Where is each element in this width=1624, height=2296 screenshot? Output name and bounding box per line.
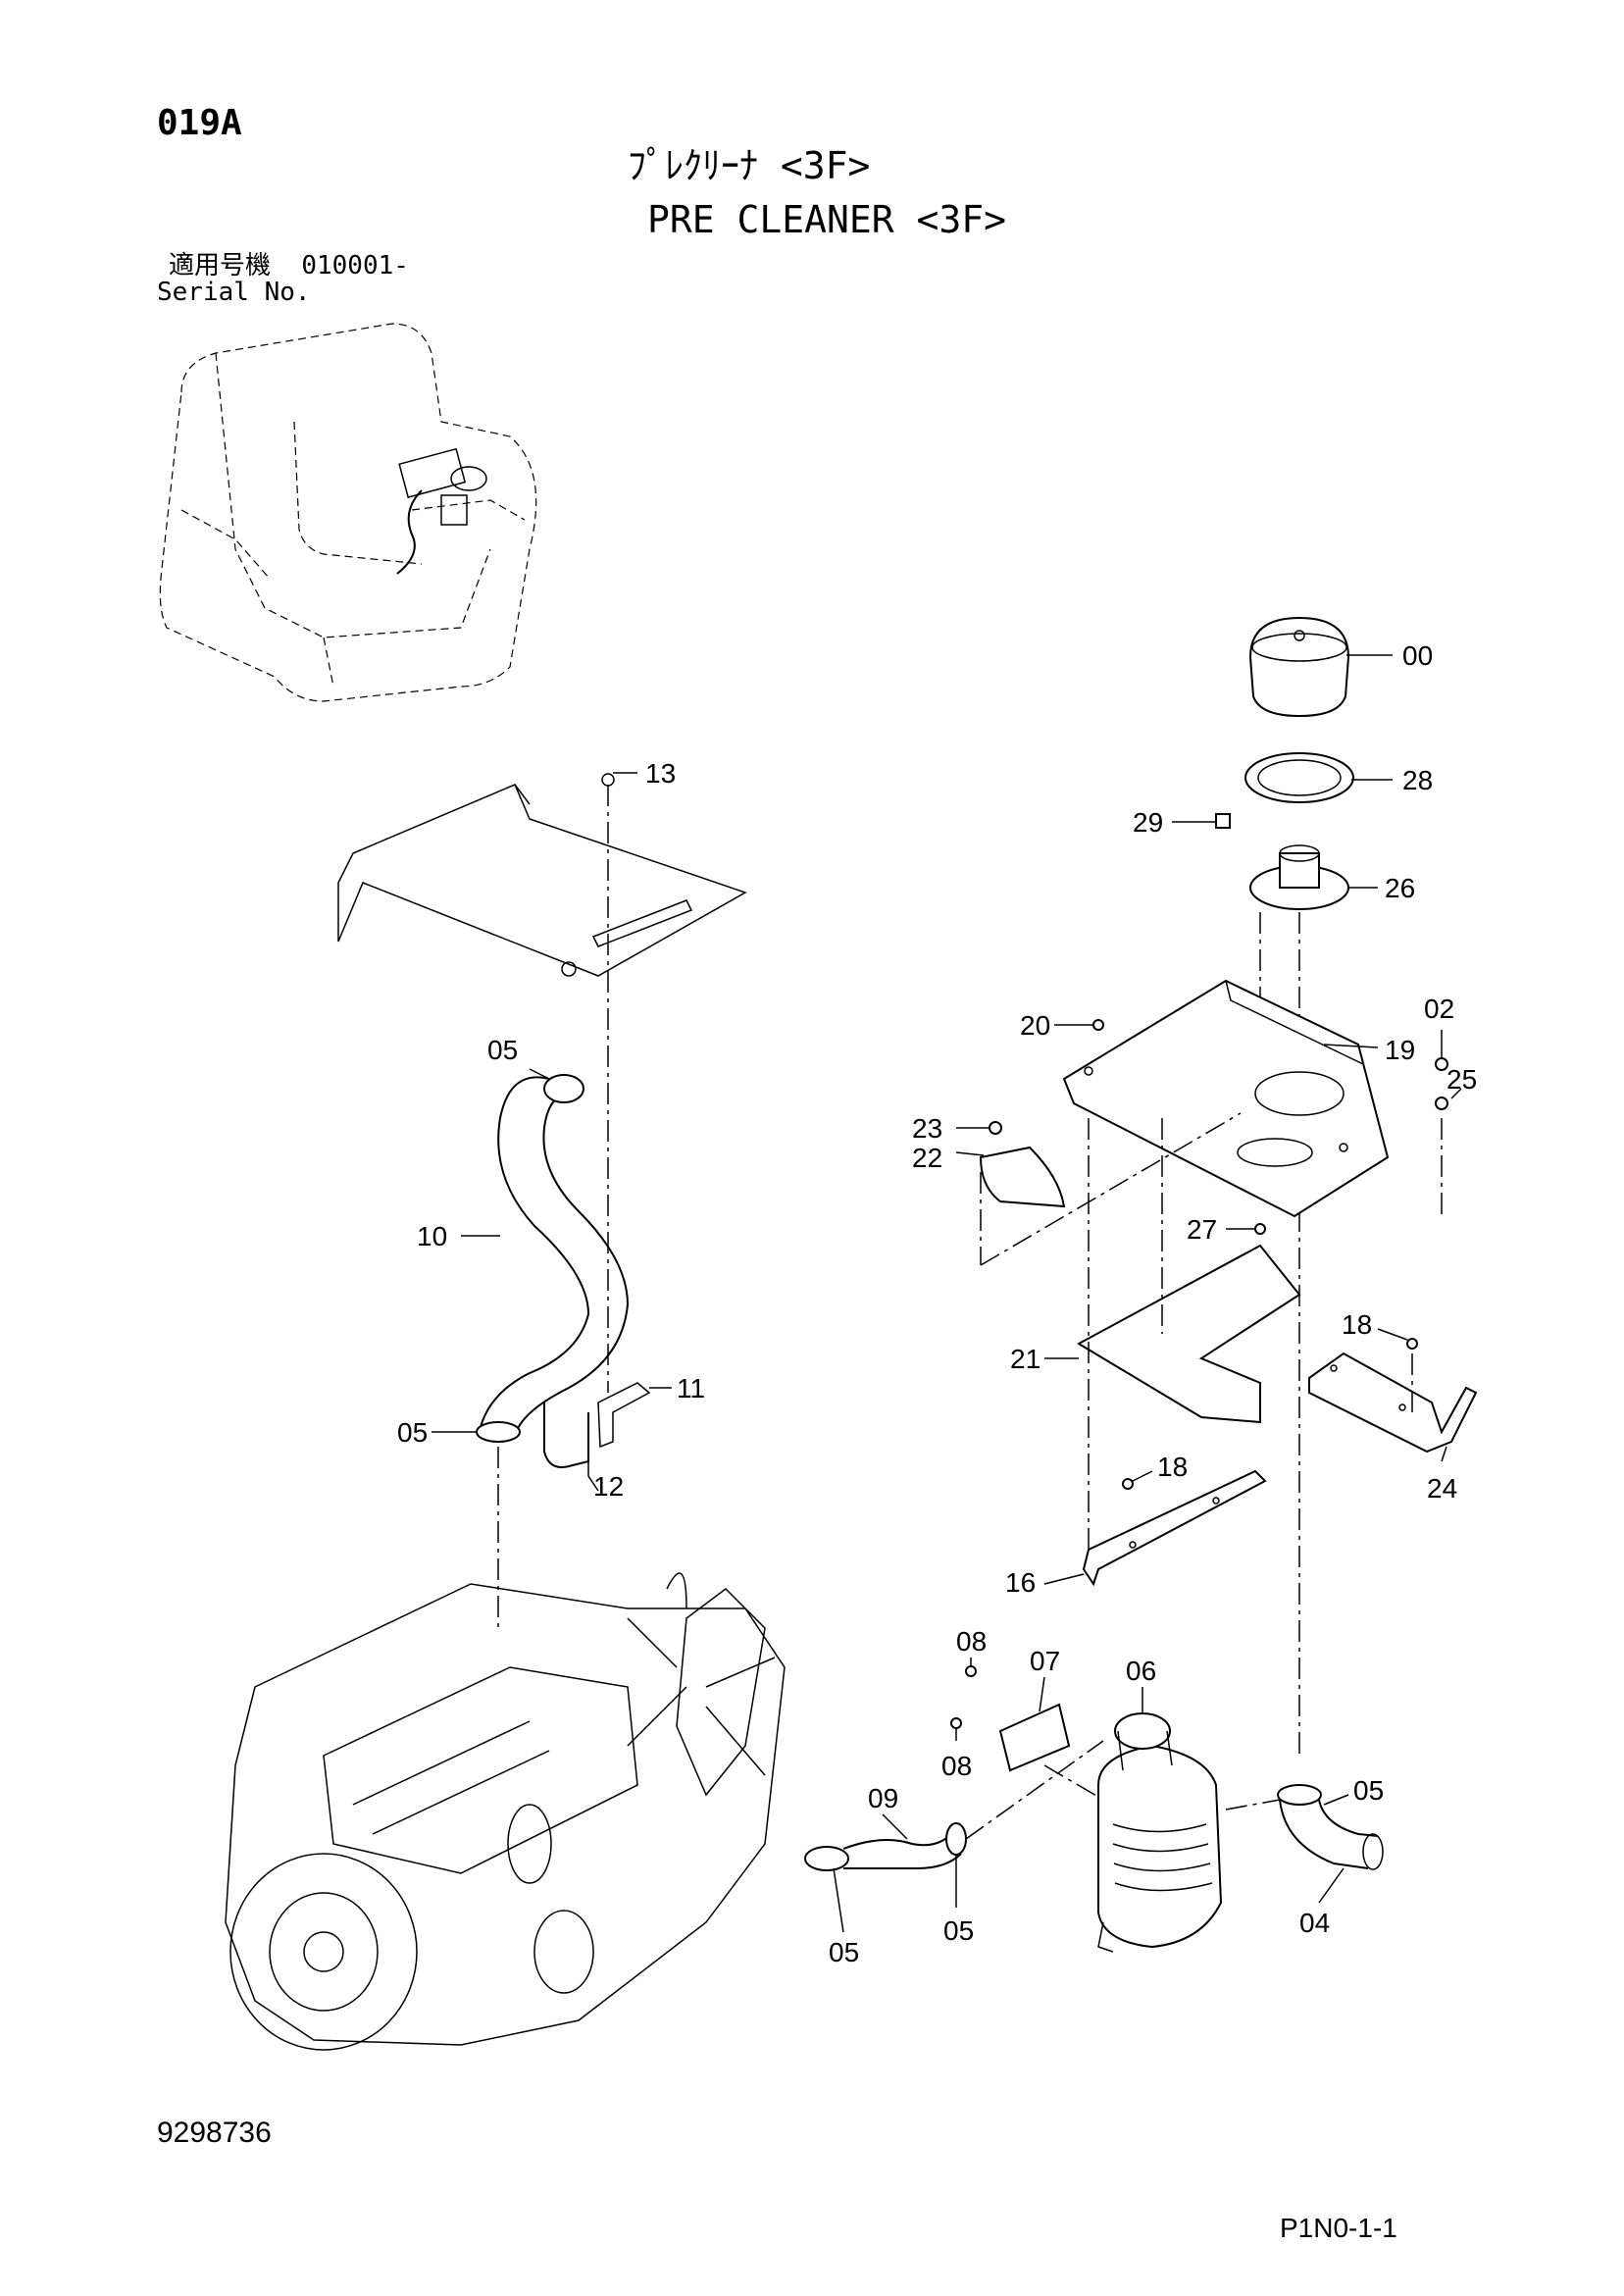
callout-29: 29 [1133, 807, 1163, 838]
callout-21: 21 [1010, 1344, 1040, 1374]
title-english: PRE CLEANER <3F> [647, 198, 1007, 241]
bolt-20 [1092, 1019, 1104, 1031]
serial-line-japanese: 適用号機 010001- [169, 253, 409, 279]
plate-22 [979, 1146, 1066, 1208]
callout-28: 28 [1402, 765, 1433, 795]
callout-24: 24 [1427, 1473, 1457, 1504]
callout-05-hose10-bottom: 05 [397, 1417, 428, 1448]
machine-overview-inset [159, 323, 537, 702]
bolt-18b [1122, 1478, 1134, 1490]
bracket-16 [1082, 1469, 1267, 1587]
assembly-line-22b [980, 1112, 1242, 1266]
serial-label-jp: 適用号機 [169, 251, 272, 281]
callout-05-hose10-top: 05 [487, 1035, 518, 1065]
adapter-26 [1249, 844, 1349, 910]
pre-cleaner-00 [1248, 616, 1350, 718]
sheet-code: P1N0-1-1 [1280, 2213, 1397, 2243]
assembly-line-09 [965, 1740, 1104, 1840]
callout-07: 07 [1030, 1646, 1060, 1676]
serial-label-english: Serial No. [157, 278, 311, 307]
callout-26: 26 [1385, 873, 1415, 903]
callout-00: 00 [1402, 640, 1433, 671]
callout-05-hose09-right: 05 [943, 1915, 974, 1946]
sponge-21 [1076, 1244, 1301, 1424]
bolt-08a [965, 1665, 977, 1677]
bracket-07 [998, 1703, 1071, 1772]
callout-27: 27 [1187, 1214, 1217, 1245]
page-code: 019A [157, 103, 242, 143]
bolt-08b [950, 1717, 962, 1729]
title-japanese: ﾌﾟﾚｸﾘｰﾅ <3F> [628, 144, 871, 187]
engine-block [225, 1572, 786, 2051]
callout-10: 10 [417, 1221, 447, 1251]
callout-13: 13 [645, 758, 676, 789]
callout-19: 19 [1385, 1035, 1415, 1065]
bracket-11 [543, 1382, 651, 1468]
assembly-line-04 [1225, 1799, 1281, 1811]
callout-02: 02 [1424, 994, 1454, 1024]
callout-23: 23 [912, 1113, 942, 1144]
callout-08-lower: 08 [941, 1751, 972, 1781]
serial-value: 010001- [301, 251, 409, 281]
callout-04: 04 [1299, 1908, 1330, 1938]
callout-25: 25 [1446, 1064, 1477, 1095]
hose-09 [804, 1822, 967, 1871]
callout-05-hose09-left: 05 [829, 1937, 859, 1967]
callout-22: 22 [912, 1143, 942, 1173]
callout-08-upper: 08 [956, 1626, 987, 1657]
bolt-27 [1254, 1223, 1266, 1235]
screw-29 [1215, 813, 1231, 829]
bolt-18a [1406, 1338, 1418, 1350]
leader-lines [431, 654, 1462, 1933]
gasket-28 [1244, 752, 1354, 803]
callout-05-elbow04: 05 [1353, 1775, 1384, 1806]
callout-09: 09 [868, 1783, 898, 1813]
callout-18-bracket24: 18 [1342, 1309, 1372, 1340]
callout-11: 11 [677, 1373, 705, 1403]
bracket-24 [1308, 1352, 1478, 1454]
callout-18-bracket16: 18 [1157, 1452, 1188, 1482]
assembly-line-07 [1043, 1764, 1104, 1801]
callout-06: 06 [1126, 1656, 1156, 1686]
bolt-23 [989, 1121, 1002, 1135]
callout-20: 20 [1020, 1010, 1050, 1041]
floor-plate [337, 773, 747, 977]
air-cleaner-06 [1097, 1712, 1223, 1953]
hose-10 [476, 1074, 630, 1443]
bolt-25 [1435, 1097, 1448, 1110]
cover-19 [1062, 979, 1390, 1218]
callout-16: 16 [1005, 1567, 1036, 1598]
drawing-number: 9298736 [157, 2117, 272, 2149]
elbow-04 [1277, 1784, 1384, 1870]
callout-12: 12 [593, 1471, 624, 1502]
